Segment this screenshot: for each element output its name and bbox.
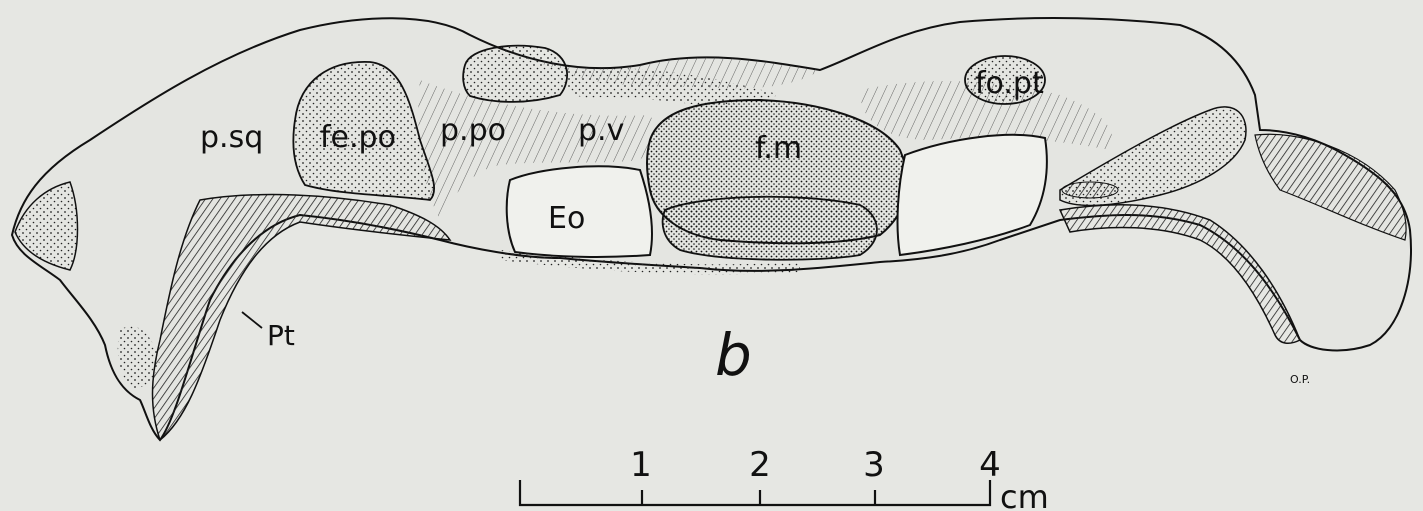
label-eo: Eo [548,201,585,236]
upper-dotted-opening [463,46,567,102]
scale-bar: 1 2 3 4 cm [520,445,1049,511]
label-f-m: f.m [755,131,802,166]
pt-leader-line [242,312,262,328]
scale-tick-label-2: 2 [749,445,771,485]
label-pt: Pt [267,319,295,352]
label-fe-po: fe.po [320,120,396,155]
artist-signature: O.P. [1290,373,1310,386]
label-p-po: p.po [440,113,506,148]
scale-tick-label-4: 4 [979,445,1001,485]
left-dotted-process [15,182,78,270]
scale-tick-label-3: 3 [863,445,885,485]
right-dark-slit [1062,182,1118,198]
occipital-condyle [663,197,877,260]
panel-letter: b [715,321,752,389]
right-blank-plate [898,135,1047,255]
pterygoid-left [153,195,451,440]
label-p-sq: p.sq [200,120,263,155]
scale-unit-label: cm [1000,478,1049,511]
label-p-v: p.v [578,113,624,148]
scale-tick-label-1: 1 [630,445,652,485]
label-fo-pt: fo.pt [975,66,1044,101]
